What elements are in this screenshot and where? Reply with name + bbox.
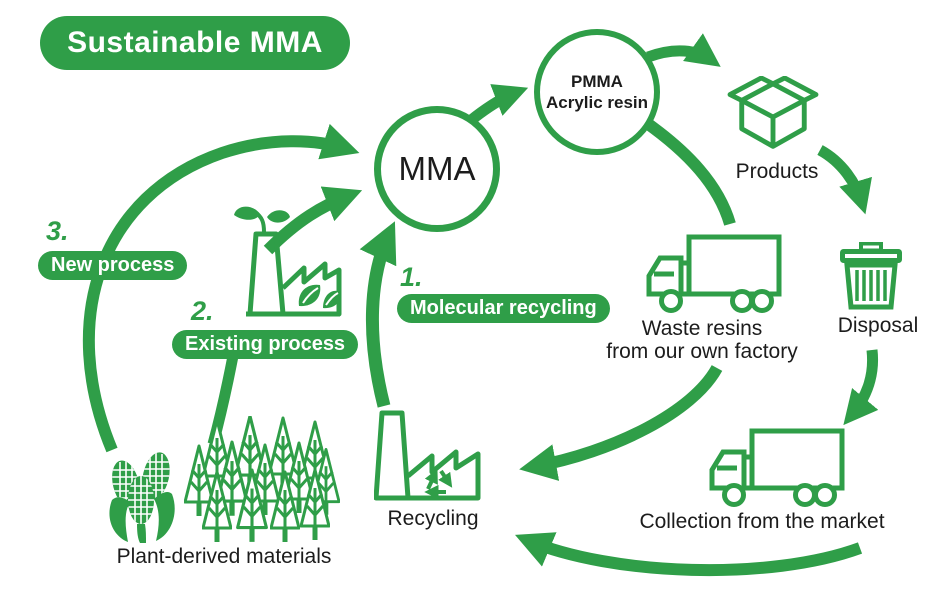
collection-truck-icon [708, 428, 846, 508]
recycle-symbol-icon [424, 468, 453, 500]
mma-label: MMA [398, 150, 476, 187]
process-2-number: 2. [191, 296, 214, 326]
pmma-label-line1: PMMA [571, 72, 623, 91]
leaf-sprout-icon [234, 206, 290, 233]
arrow-mma-to-pmma [466, 84, 529, 126]
arrow-pmma-to-products [646, 33, 721, 67]
recycling-label: Recycling [387, 507, 479, 530]
arrow-products-to-disposal [817, 145, 872, 215]
recycling-factory-icon [374, 410, 481, 501]
waste-truck-icon [645, 234, 783, 314]
green-factory-icon [234, 206, 342, 317]
trash-can-icon [840, 242, 902, 310]
arc-pmma-to-waste [637, 114, 736, 226]
waste-resins-label: Waste resins from our own factory [596, 317, 808, 363]
arrow-disposal-to-collection [843, 349, 879, 426]
pmma-node: PMMA Acrylic resin [534, 29, 660, 155]
diagram-title: Sustainable MMA [40, 16, 350, 70]
forest-icon [182, 416, 340, 548]
process-3-number: 3. [46, 216, 69, 246]
corn-icon [109, 452, 175, 543]
process-3-pill: New process [38, 251, 188, 280]
pmma-label-line2: Acrylic resin [545, 93, 649, 112]
disposal-label: Disposal [837, 314, 919, 337]
waste-resins-line2: from our own factory [606, 340, 798, 363]
waste-resins-line1: Waste resins [641, 317, 763, 340]
process-1-pill: Molecular recycling [397, 294, 610, 323]
arrow-recycling-to-mma [359, 221, 397, 408]
open-box-icon [727, 76, 819, 149]
collection-label: Collection from the market [639, 510, 885, 533]
arrow-waste-to-recycling [519, 364, 723, 481]
leaves-in-factory [298, 284, 341, 309]
arrow-collection-to-recycling [515, 532, 863, 577]
products-label: Products [735, 160, 819, 183]
arrow-plant-to-mma [82, 123, 360, 453]
process-1-number: 1. [400, 262, 423, 292]
plant-materials-label: Plant-derived materials [116, 545, 332, 568]
mma-node: MMA [374, 106, 500, 232]
process-2-pill: Existing process [172, 330, 359, 359]
